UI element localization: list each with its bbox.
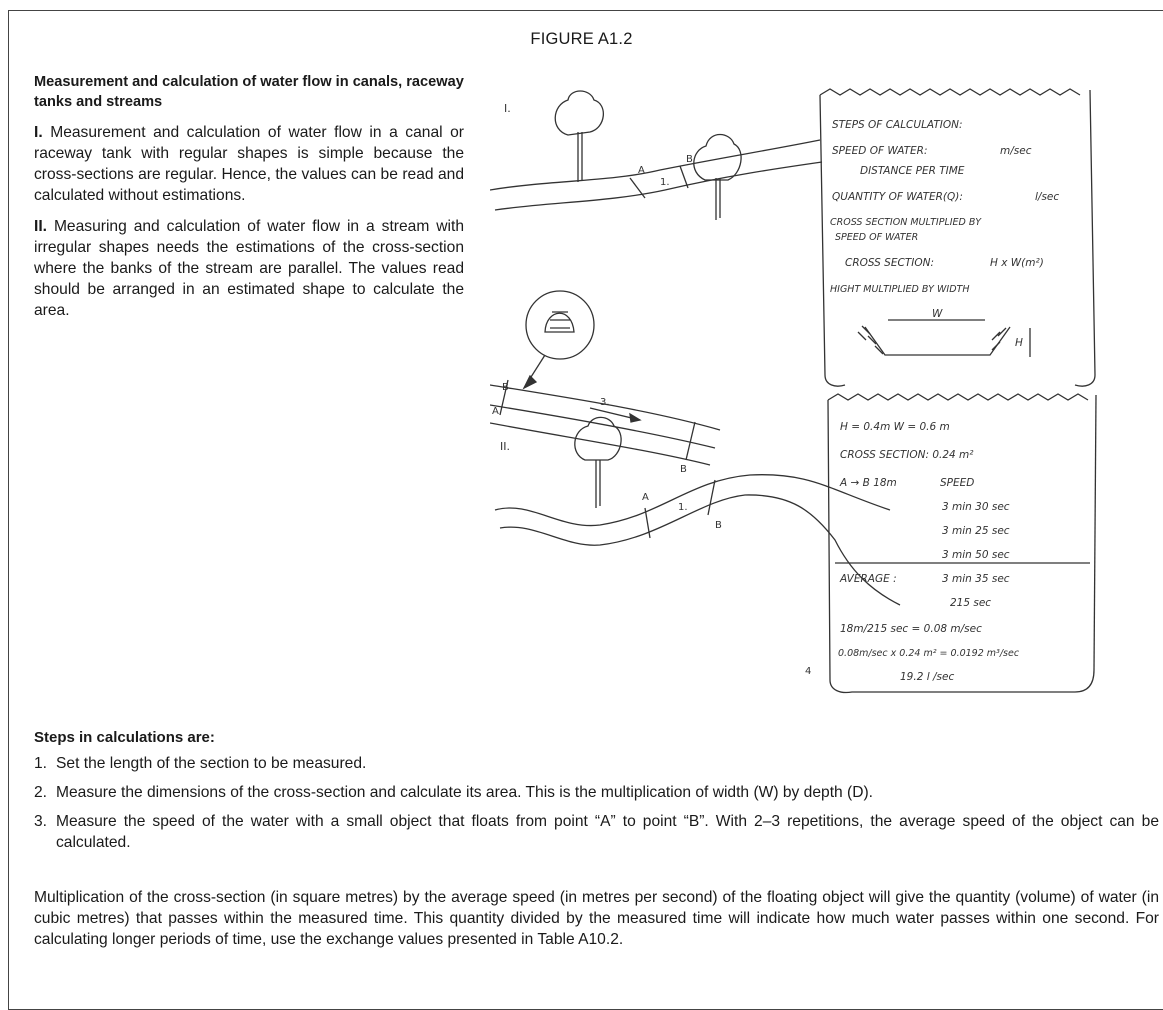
float-object-detail (522, 290, 595, 390)
card1-distance: DISTANCE PER TIME (860, 165, 965, 177)
intro-heading: Measurement and calculation of water flo… (34, 74, 464, 110)
sketch-point-a: A (638, 165, 645, 176)
sketch-roman-2: II. (500, 440, 510, 453)
list-item: 2. Measure the dimensions of the cross-se… (34, 782, 1159, 803)
tree-icon (554, 90, 604, 182)
card1-height-mult: HIGHT MULTIPLIED BY WIDTH (830, 284, 969, 295)
card2-calc2: 0.08m/sec x 0.24 m² = 0.0192 m³/sec (838, 648, 1020, 659)
card2-speed: SPEED (940, 477, 974, 489)
hand-sketch: I. A 1. B B A 3. B II. A 1. B 4 STEPS OF… (490, 88, 1097, 694)
card1-speed: SPEED OF WATER: (832, 145, 928, 157)
card1-title: STEPS OF CALCULATION: (832, 119, 963, 131)
step-text: Measure the speed of the water with a sm… (56, 813, 1159, 851)
card2-result: 19.2 l /sec (900, 671, 954, 683)
stream-sketch (494, 474, 901, 606)
sketch-mark-4b: 1. (678, 502, 688, 513)
sketch-roman-1: I. (504, 102, 511, 115)
sketch-mark-1: 1. (660, 177, 670, 188)
card2-calc1: 18m/215 sec = 0.08 m/sec (840, 623, 982, 635)
canal-sketch (490, 139, 823, 211)
paragraph-stream-label: II. (34, 218, 47, 235)
card1-quantity: QUANTITY OF WATER(Q): (832, 191, 963, 203)
sketch-point-a: A (642, 492, 649, 503)
card1-cross-mult: CROSS SECTION MULTIPLIED BY (830, 217, 982, 228)
paragraph-canal-label: I. (34, 124, 43, 141)
sketch-point-b: B (502, 382, 509, 393)
steps-heading: Steps in calculations are: (34, 729, 215, 746)
card2-avg-sec: 215 sec (950, 597, 991, 609)
card2-t1: 3 min 30 sec (942, 501, 1010, 513)
step-number: 1. (34, 755, 48, 772)
card1-quantity-unit: l/sec (1035, 191, 1059, 203)
paragraph-stream: II. Measuring and calculation of water f… (34, 216, 464, 321)
sketch-mark-4: 4 (805, 666, 811, 677)
intro-column: Measurement and calculation of water flo… (34, 72, 464, 331)
card1-cross: CROSS SECTION: (845, 257, 934, 269)
card1-cross-mult-2: SPEED OF WATER (835, 232, 918, 243)
sketch-point-b: B (686, 154, 693, 165)
steps-list: 1. Set the length of the section to be me… (34, 753, 1159, 853)
card2-ab: A → B 18m (839, 477, 897, 489)
card1-cross-formula: H x W(m²) (990, 257, 1044, 269)
calculation-card-2 (827, 393, 1097, 694)
card1-h: H (1015, 337, 1023, 349)
figure-title: FIGURE A1.2 (530, 30, 633, 48)
step-number: 3. (34, 813, 48, 830)
step-text: Measure the dimensions of the cross-sect… (56, 784, 874, 801)
closing-paragraph: Multiplication of the cross-section (in … (34, 889, 1159, 948)
card2-t3: 3 min 50 sec (942, 549, 1010, 561)
sketch-point-b: B (715, 520, 722, 531)
card2-cross: CROSS SECTION: 0.24 m² (840, 449, 974, 461)
tree-icon (693, 133, 742, 220)
steps-section: Steps in calculations are: 1. Set the len… (34, 727, 1159, 861)
paragraph-canal-text: Measurement and calculation of water flo… (34, 124, 464, 204)
card2-avg-val: 3 min 35 sec (942, 573, 1010, 585)
paragraph-stream-text: Measuring and calculation of water flow … (34, 218, 464, 319)
sketch-mark-3: 3. (600, 397, 610, 408)
step-text: Set the length of the section to be meas… (56, 755, 367, 772)
list-item: 3. Measure the speed of the water with a … (34, 811, 1159, 853)
paragraph-canal: I. Measurement and calculation of water … (34, 122, 464, 206)
card2-hw: H = 0.4m W = 0.6 m (840, 421, 950, 433)
sketch-point-b: B (680, 464, 687, 475)
sketch-point-a: A (492, 406, 499, 417)
list-item: 1. Set the length of the section to be me… (34, 753, 1159, 774)
card1-speed-unit: m/sec (1000, 145, 1032, 157)
stream-channel-sketch (490, 379, 721, 466)
step-number: 2. (34, 784, 48, 801)
tree-icon (574, 416, 622, 508)
card2-t2: 3 min 25 sec (942, 525, 1010, 537)
card1-w: W (932, 308, 943, 320)
card2-average: AVERAGE : (839, 573, 897, 585)
calculation-card-1 (819, 88, 1096, 387)
